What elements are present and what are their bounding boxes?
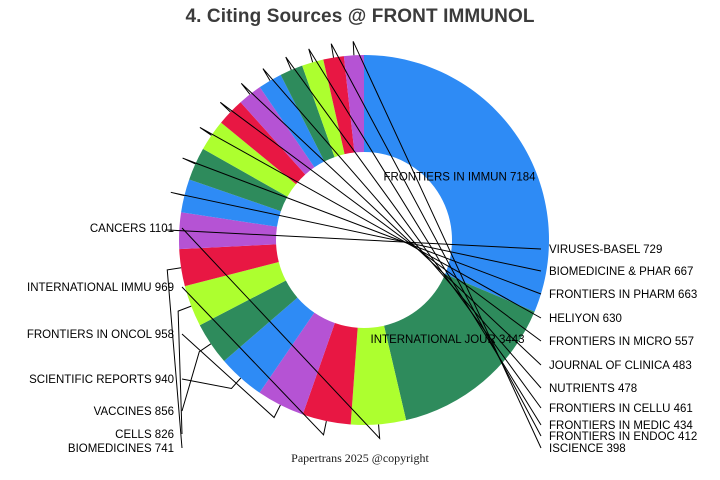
slice-label-right: NUTRIENTS 478 [549,383,637,395]
slice-label-right: JOURNAL OF CLINICA 483 [549,360,692,372]
donut-slice[interactable] [240,87,315,175]
donut-slice[interactable] [224,297,315,393]
donut-slice[interactable] [384,274,535,421]
donut-slices [179,55,549,425]
slice-label-left: VACCINES 856 [94,406,174,418]
slice-label-left: BIOMEDICINES 741 [68,443,174,455]
slice-label-left: FRONTIERS IN ONCOL 958 [27,329,174,341]
leader-line [177,305,192,435]
donut-slice[interactable] [179,212,277,250]
leader-line [181,377,242,389]
slice-label-right: BIOMEDICINE & PHAR 667 [549,266,693,278]
leader-line [181,227,381,440]
leader-line [181,333,281,419]
leader-line [199,126,542,319]
leader-line [181,286,327,436]
donut-slice[interactable] [202,122,296,197]
leader-line [170,191,542,272]
donut-slice[interactable] [259,74,325,168]
donut-slice[interactable] [184,261,286,326]
slice-label-left: CELLS 826 [115,429,174,441]
leader-line [165,229,542,250]
leader-line [181,343,212,412]
leader-line [308,48,542,426]
copyright-footer: Papertrans 2025 @copyright [291,451,429,465]
donut-slice[interactable] [181,179,281,227]
slice-label-right: HELIYON 630 [549,313,622,325]
donut-slice[interactable] [189,148,288,212]
slice-label-right: ISCIENCE 398 [549,443,626,455]
leader-line [352,41,542,449]
slice-label-right: FRONTIERS IN MEDIC 434 [549,420,693,432]
donut-slice[interactable] [343,55,364,153]
slice-label-right: FRONTIERS IN ENDOC 412 [549,431,697,443]
slice-label-right: FRONTIERS IN CELLU 461 [549,403,693,415]
slice-label-right: VIRUSES-BASEL 729 [549,244,662,256]
donut-slice[interactable] [199,280,298,362]
leader-line [330,43,542,437]
slice-label-inside: INTERNATIONAL JOUR 3443 [371,334,525,346]
slice-label-left: SCIENTIFIC REPORTS 940 [29,374,174,386]
slice-label-left: INTERNATIONAL IMMU 969 [27,282,174,294]
leader-line [166,267,183,449]
donut-slice[interactable] [280,65,335,162]
leader-line [182,157,542,295]
donut-slice[interactable] [179,244,279,287]
donut-slice[interactable] [302,323,358,425]
donut-slice[interactable] [323,56,355,155]
donut-slice[interactable] [259,312,335,415]
leader-lines [165,41,542,449]
leader-line [285,56,542,409]
donut-slice[interactable] [350,325,407,425]
donut-slice[interactable] [221,102,306,185]
leader-line [262,68,542,389]
slice-label-right: FRONTIERS IN MICRO 557 [549,336,694,348]
slice-label-inside: FRONTIERS IN IMMUN 7184 [383,172,536,184]
slice-label-right: FRONTIERS IN PHARM 663 [549,289,697,301]
slice-label-left: CANCERS 1101 [90,223,174,235]
chart-title: 4. Citing Sources @ FRONT IMMUNOL [185,6,535,27]
